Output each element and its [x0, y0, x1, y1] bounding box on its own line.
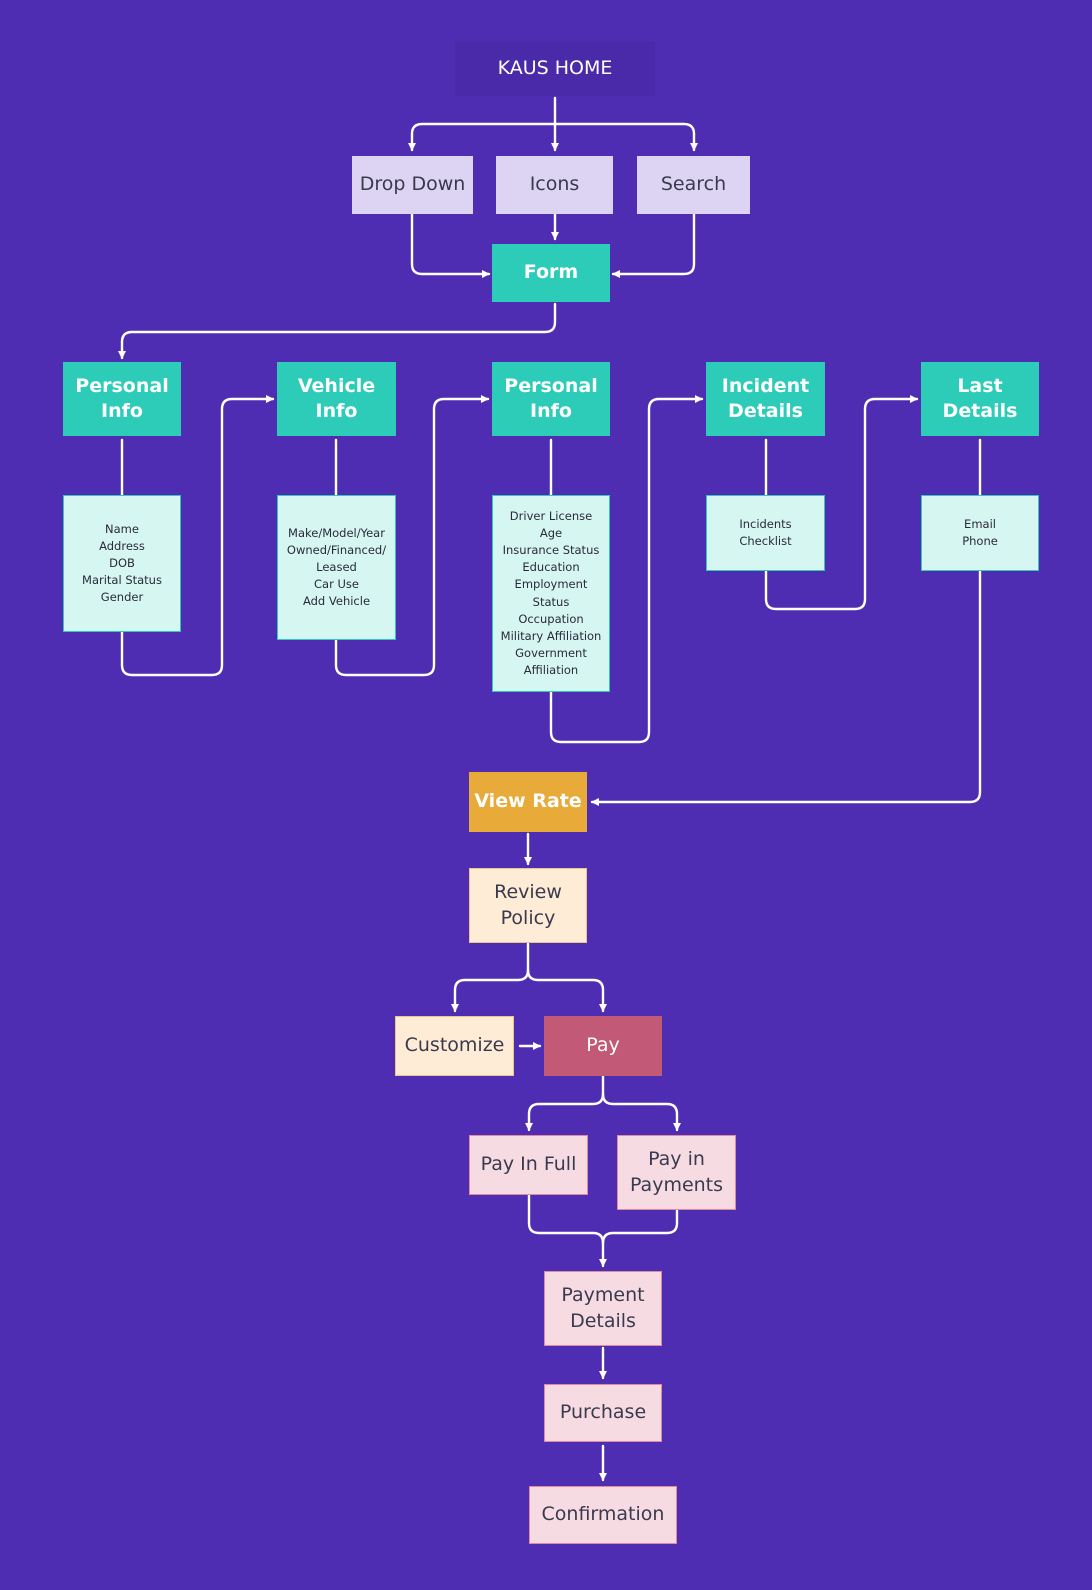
connector-pay-to-pay-in-full	[525, 1074, 605, 1132]
connector-last-fields-to-view-rate	[590, 569, 982, 806]
connector-personal-fields-to-vehicle-info	[120, 395, 275, 677]
connector-home-to-search	[553, 122, 698, 152]
incident-details-fields: Incidents Checklist	[706, 495, 825, 571]
last-details-fields: Email Phone	[921, 495, 1039, 571]
kaus-home-node: KAUS HOME	[455, 42, 655, 96]
connector-search-to-form	[611, 212, 696, 278]
connector-personal-fields-2-to-incident-details	[549, 395, 704, 744]
form-node: Form	[492, 244, 610, 302]
personal-info-2-node: Personal Info	[492, 362, 610, 436]
connector-incident-fields-to-last-details	[764, 395, 919, 611]
connector-pay-in-payments-to-payment-details	[601, 1208, 679, 1245]
vehicle-info-fields: Make/Model/Year Owned/Financed/ Leased C…	[277, 495, 396, 640]
purchase-node: Purchase	[544, 1384, 662, 1442]
connector-review-policy-split	[451, 942, 530, 1013]
payment-details-node: Payment Details	[544, 1271, 662, 1346]
connector-home-to-drop-down	[408, 122, 557, 152]
last-details-node: Last Details	[921, 362, 1039, 436]
connector-review-policy-to-pay	[526, 968, 607, 1013]
personal-info-fields: Name Address DOB Marital Status Gender	[63, 495, 181, 632]
pay-in-full-node: Pay In Full	[469, 1135, 588, 1195]
personal-info-node: Personal Info	[63, 362, 181, 436]
pay-node: Pay	[544, 1016, 662, 1076]
connector-vehicle-fields-to-personal-info-2	[334, 395, 490, 677]
vehicle-info-node: Vehicle Info	[277, 362, 396, 436]
confirmation-node: Confirmation	[529, 1486, 677, 1544]
search-node: Search	[637, 156, 750, 214]
connector-form-to-personal-info	[118, 302, 557, 360]
pay-in-payments-node: Pay in Payments	[617, 1135, 736, 1210]
connector-pay-to-pay-in-payments	[601, 1092, 681, 1132]
review-policy-node: Review Policy	[469, 868, 587, 943]
customize-node: Customize	[395, 1016, 514, 1076]
incident-details-node: Incident Details	[706, 362, 825, 436]
view-rate-node: View Rate	[469, 772, 587, 832]
connector-drop-down-to-form	[410, 212, 491, 278]
personal-info-2-fields: Driver License Age Insurance Status Educ…	[492, 495, 610, 692]
drop-down-node: Drop Down	[352, 156, 473, 214]
icons-node: Icons	[496, 156, 613, 214]
connector-pay-in-full-to-payment-details	[527, 1193, 607, 1268]
